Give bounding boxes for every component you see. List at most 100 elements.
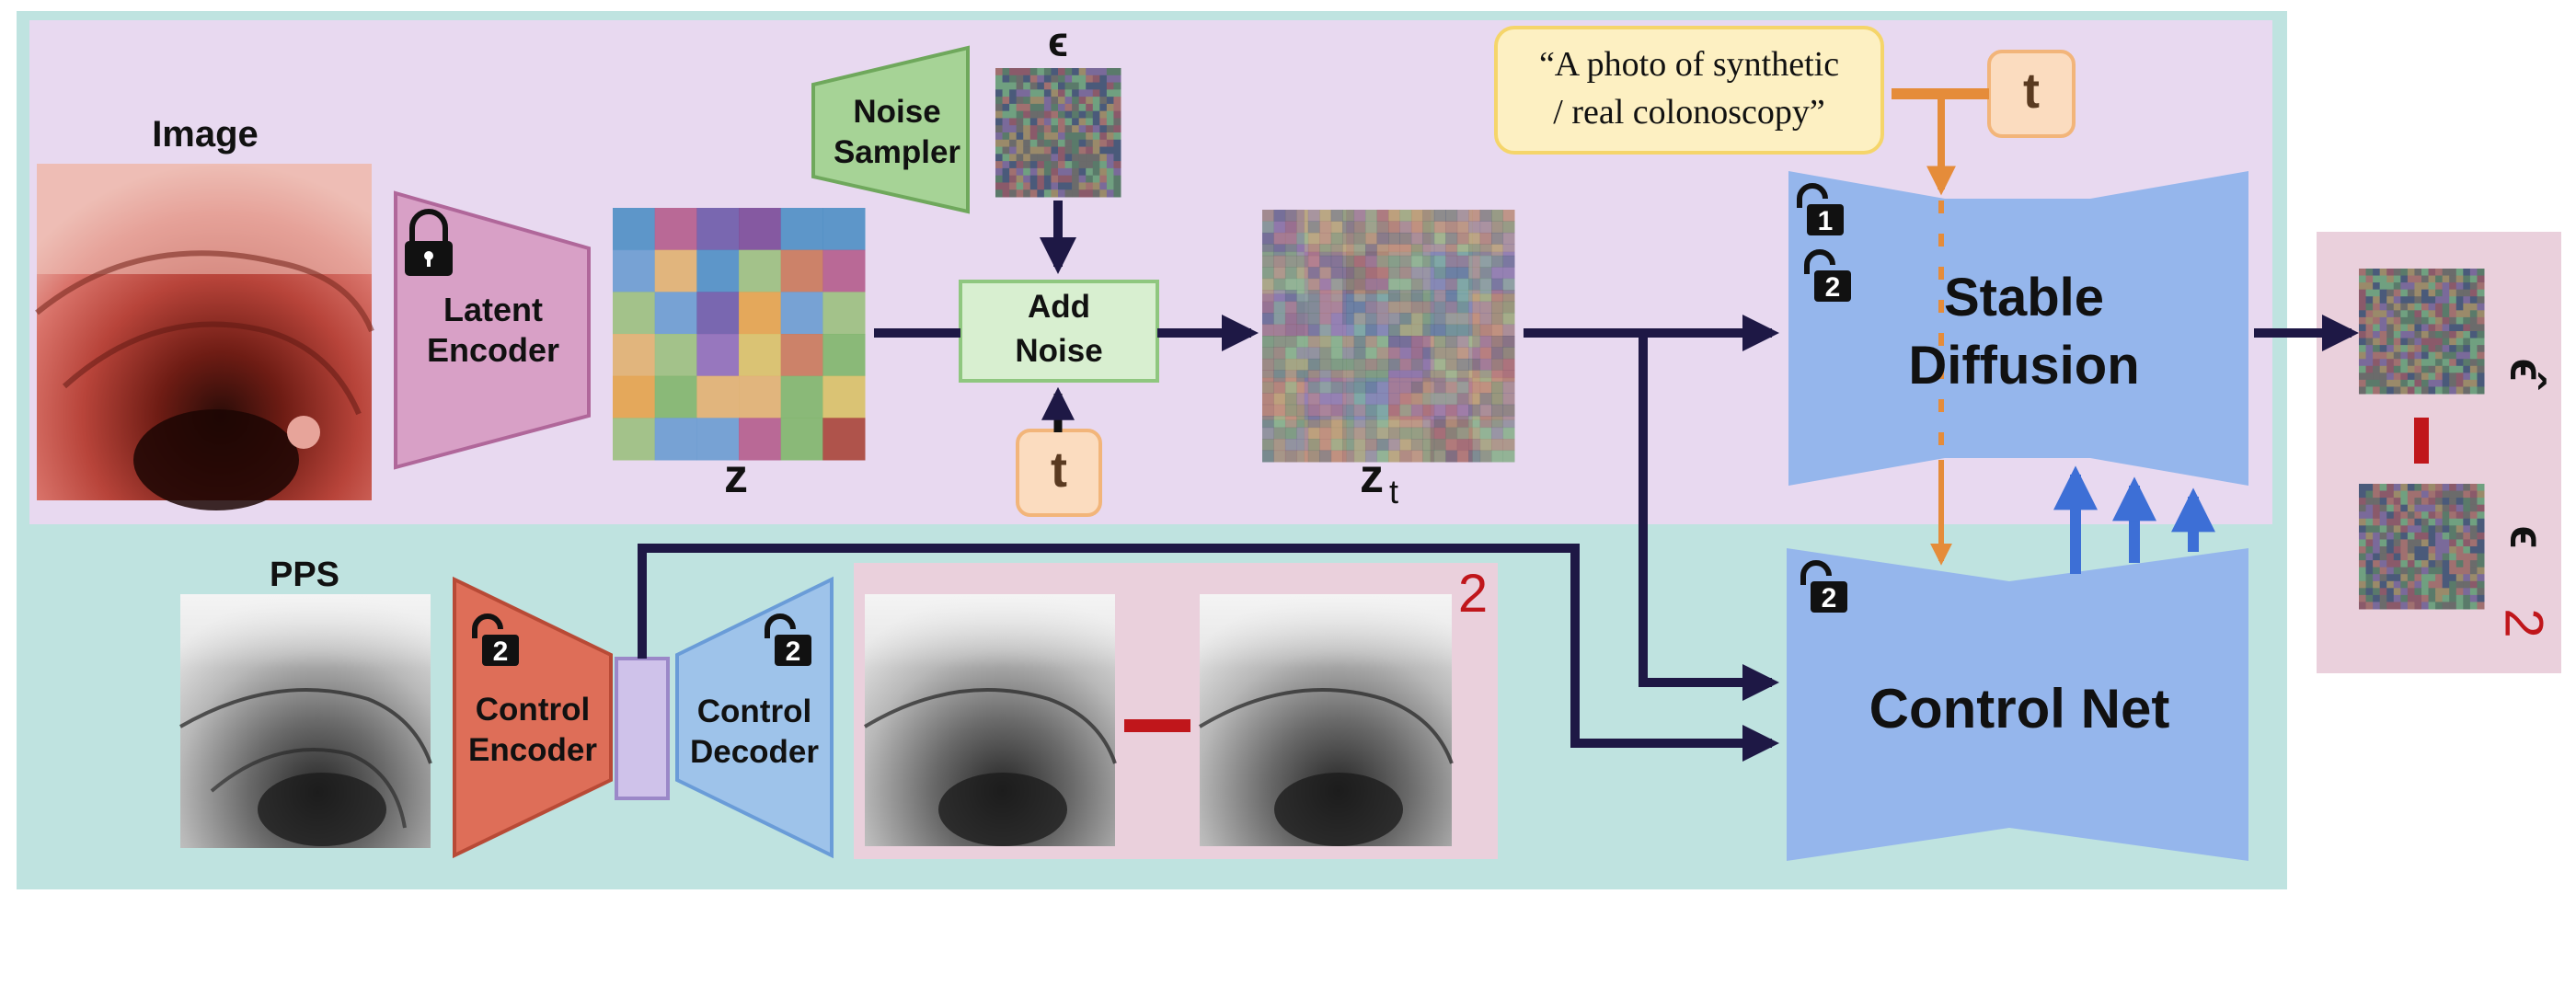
noise-pixel (1422, 232, 1435, 245)
noise-pixel (2477, 511, 2485, 520)
noise-pixel (2477, 373, 2485, 381)
noise-pixel (1058, 182, 1066, 190)
noise-pixel (2373, 386, 2381, 395)
noise-pixel (995, 82, 1004, 90)
noise-pixel (1365, 381, 1378, 394)
noise-pixel (1319, 324, 1332, 337)
noise-pixel (1043, 167, 1052, 177)
noise-pixel (2400, 511, 2409, 520)
noise-pixel (2400, 504, 2409, 512)
noise-pixel (2373, 553, 2381, 561)
latent-patch (780, 208, 823, 251)
noise-pixel (1262, 347, 1274, 360)
noise-pixel (1029, 161, 1038, 169)
noise-pixel (1479, 393, 1492, 406)
noise-pixel (2421, 504, 2430, 512)
noise-pixel (1043, 89, 1052, 97)
noise-pixel (2365, 359, 2374, 367)
noise-pixel (1037, 97, 1045, 105)
noise-pixel (2414, 498, 2422, 506)
noise-pixel (2414, 373, 2422, 381)
noise-pixel (2435, 574, 2444, 582)
prompt-box (1494, 26, 1884, 155)
noise-pixel (2359, 379, 2367, 387)
noise-pixel (1273, 313, 1286, 326)
noise-pixel (1342, 336, 1355, 348)
noise-pixel (2469, 602, 2478, 610)
noise-pixel (2463, 504, 2471, 512)
noise-pixel (2393, 365, 2401, 373)
noise-pixel (1262, 358, 1274, 371)
noise-pixel (1099, 82, 1108, 90)
noise-pixel (1399, 313, 1412, 326)
noise-pixel (1353, 324, 1366, 337)
noise-pixel (2455, 602, 2464, 610)
noise-pixel (2365, 490, 2374, 499)
noise-pixel (1307, 221, 1320, 234)
noise-pixel (1043, 154, 1052, 162)
noise-pixel (1376, 416, 1389, 429)
noise-pixel (2359, 345, 2367, 353)
noise-pixel (2373, 331, 2381, 339)
noise-pixel (2386, 580, 2395, 589)
noise-pixel (1479, 347, 1492, 360)
noise-pixel (1376, 347, 1389, 360)
noise-pixel (1262, 324, 1274, 337)
noise-pixel (1307, 324, 1320, 337)
noise-pixel (1273, 336, 1286, 348)
noise-pixel (1433, 427, 1446, 440)
noise-pixel (2477, 518, 2485, 526)
noise-pixel (1365, 313, 1378, 326)
noise-pixel (1399, 244, 1412, 257)
noise-pixel (2469, 296, 2478, 304)
noise-pixel (1051, 68, 1059, 76)
noise-pixel (2373, 539, 2381, 547)
noise-pixel (2442, 511, 2450, 520)
noise-pixel (1029, 97, 1038, 105)
noise-pixel (2365, 574, 2374, 582)
noise-pixel (995, 175, 1004, 183)
pps-image (179, 594, 432, 848)
noise-pixel (1353, 278, 1366, 291)
noise-pixel (1433, 358, 1446, 371)
noise-pixel (2359, 594, 2367, 602)
noise-pixel (1422, 301, 1435, 314)
noise-pixel (2365, 602, 2374, 610)
noise-pixel (2379, 359, 2387, 367)
noise-pixel (2400, 553, 2409, 561)
lock-badge-2-encoder-icon: 2 (472, 613, 519, 667)
noise-pixel (1399, 290, 1412, 303)
noise-pixel (1422, 393, 1435, 406)
noise-pixel (2428, 518, 2436, 526)
noise-pixel (1491, 393, 1504, 406)
noise-pixel (2421, 567, 2430, 575)
noise-pixel (1072, 89, 1080, 97)
noise-pixel (1002, 103, 1010, 112)
latent-patch (696, 249, 740, 292)
noise-pixel (1319, 221, 1332, 234)
noise-pixel (2407, 373, 2415, 381)
lock-body (1811, 581, 1847, 613)
noise-pixel (1353, 370, 1366, 383)
lock-badge-1-icon: 1 (1797, 183, 1844, 236)
noise-pixel (1002, 118, 1010, 126)
noise-pixel (1016, 175, 1024, 183)
noise-pixel (1388, 347, 1400, 360)
noise-pixel (2359, 338, 2367, 346)
noise-pixel (995, 68, 1004, 76)
noise-pixel (1009, 97, 1018, 105)
noise-pixel (1307, 278, 1320, 291)
latent-patch (780, 292, 823, 335)
noise-pixel (1445, 450, 1458, 463)
noise-pixel (995, 189, 1004, 198)
noise-pixel (1029, 103, 1038, 112)
noise-pixel (1099, 182, 1108, 190)
noise-pixel (2455, 269, 2464, 277)
noise-pixel (2400, 386, 2409, 395)
noise-pixel (1376, 210, 1389, 222)
noise-pixel (2400, 588, 2409, 596)
noise-pixel (1106, 97, 1114, 105)
noise-pixel (2386, 594, 2395, 602)
noise-pixel (2393, 282, 2401, 291)
noise-pixel (1502, 393, 1515, 406)
